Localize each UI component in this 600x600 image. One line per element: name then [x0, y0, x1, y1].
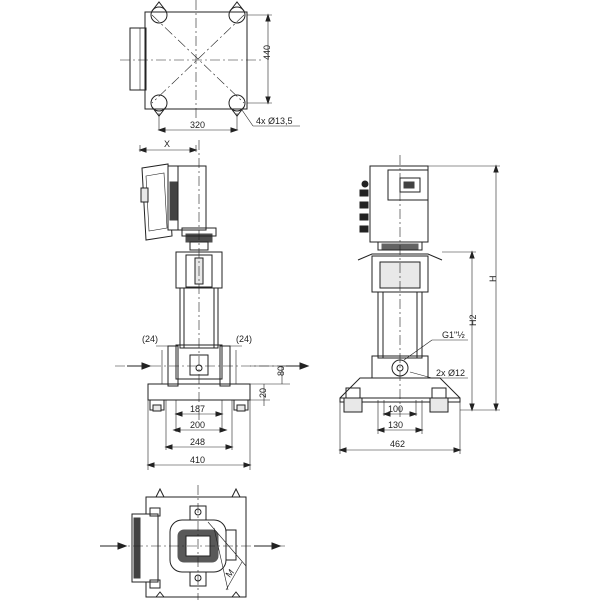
- thread-label: G1"½: [442, 330, 465, 340]
- side-24-left-label: (24): [142, 334, 158, 344]
- front-view: X: [115, 139, 310, 470]
- m-label: M: [224, 567, 236, 579]
- dim-248-label: 248: [190, 437, 205, 447]
- dim-200-label: 200: [190, 420, 205, 430]
- top-view: 320 440 4x Ø13,5: [120, 0, 300, 133]
- dim-80-label: 80: [276, 366, 286, 376]
- dim-20-label: 20: [258, 388, 268, 398]
- side-24-right-label: (24): [236, 334, 252, 344]
- dim-462-label: 462: [390, 439, 405, 449]
- h-label: H: [488, 276, 498, 283]
- cable-glands: [359, 180, 369, 233]
- dim-100-label: 100: [388, 404, 403, 414]
- top-holes-label: 4x Ø13,5: [256, 116, 293, 126]
- dim-130-label: 130: [388, 420, 403, 430]
- holes-2x-label: 2x Ø12: [436, 368, 465, 378]
- h2-label: H2: [468, 314, 478, 326]
- dim-410-label: 410: [190, 455, 205, 465]
- top-height-label: 440: [262, 45, 272, 60]
- plan-view: M: [100, 485, 285, 600]
- dim-187-label: 187: [190, 404, 205, 414]
- side-view: H H2 G1"½ 2x Ø12 100 130 462: [338, 155, 500, 454]
- x-label: X: [164, 139, 170, 149]
- top-width-label: 320: [190, 120, 205, 130]
